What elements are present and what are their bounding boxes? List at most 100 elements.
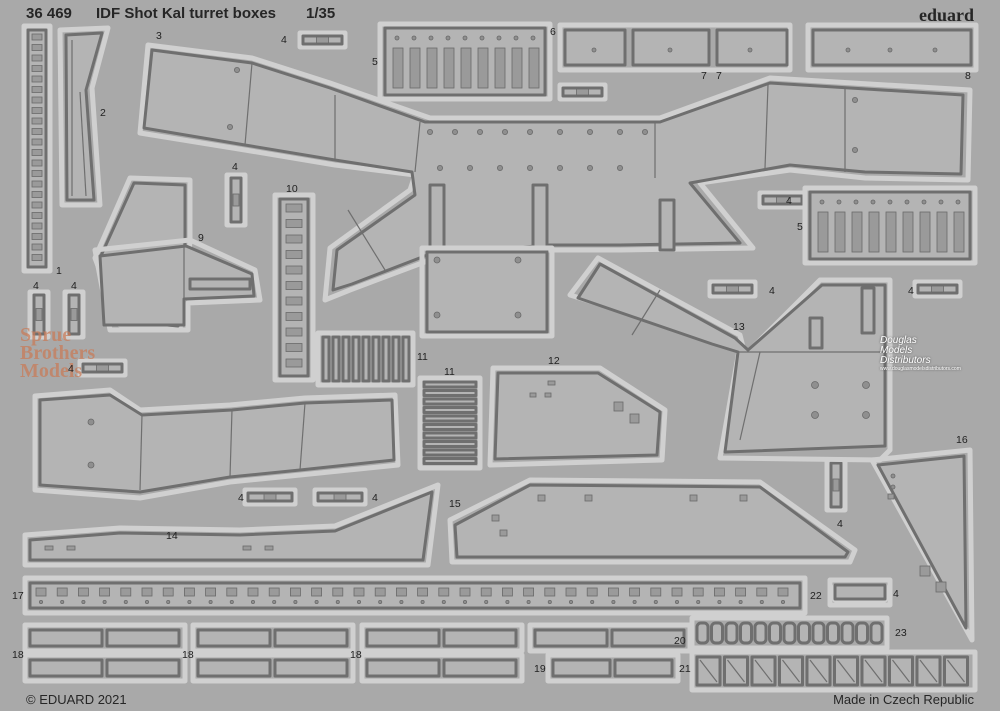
strip-slot [374, 587, 386, 597]
strip-slot [586, 587, 598, 597]
hinge-frame [77, 358, 128, 378]
rivet-hole [479, 35, 485, 41]
fold-line [782, 659, 800, 683]
part-label-18: 18 [350, 649, 362, 661]
hinge-pin [776, 196, 789, 204]
grate-bar [422, 397, 478, 406]
strip-slot [459, 587, 471, 597]
sheet-title: IDF Shot Kal turret boxes [96, 5, 277, 22]
strip-panel [105, 628, 181, 648]
strip-slot [714, 587, 725, 597]
ladder-rung [285, 312, 303, 321]
hinge-segment [31, 170, 43, 177]
grate-bar [331, 335, 341, 383]
grate-bar [381, 335, 391, 383]
grille-slot [834, 211, 846, 253]
part-label-5: 5 [372, 56, 378, 68]
strip-hole [611, 600, 616, 605]
strip-hole [569, 600, 574, 605]
strip-hole [505, 600, 510, 605]
grille-slot [851, 211, 863, 253]
strip-hole [335, 600, 340, 605]
part-label-4: 4 [238, 492, 244, 504]
strip-slot [353, 587, 365, 597]
watermark-line: Distributors [880, 355, 931, 366]
part-9-lower-box [32, 387, 401, 501]
rivet-hole [496, 35, 502, 41]
hinge-frame [62, 289, 86, 340]
grille-slot [919, 211, 931, 253]
part-label-4: 4 [281, 34, 287, 46]
strip-slot [183, 587, 195, 597]
part-label-5: 5 [797, 221, 803, 233]
rivet-hole [394, 35, 400, 41]
hinge-pin [316, 36, 329, 44]
strip-panel [442, 658, 518, 678]
hinge-frame [297, 30, 348, 50]
hinge-segment [31, 33, 43, 41]
hinge-segment [31, 212, 43, 219]
hinge-segment [31, 254, 43, 261]
strip-frame [190, 622, 356, 654]
grate-bar [422, 440, 478, 448]
hinge-frame [242, 487, 298, 507]
rivet-hole [445, 35, 451, 41]
part-label-23: 23 [895, 627, 907, 639]
rivet-hole [226, 124, 233, 131]
strip-hole [738, 600, 743, 605]
part-label-2: 2 [100, 107, 106, 119]
strip-frame [545, 652, 681, 684]
strip-slot [141, 587, 153, 597]
part-label-16: 16 [956, 434, 968, 446]
watermark-line: Models [880, 345, 913, 356]
strip-hole [102, 600, 107, 605]
part-label-4: 4 [232, 161, 238, 173]
ladder-rung [285, 281, 303, 290]
rivet-hole [426, 128, 433, 135]
part-9-box [92, 175, 263, 333]
rivet-hole [836, 199, 842, 205]
mounting-slot [739, 494, 748, 502]
hinge-segment [31, 138, 43, 146]
ladder-rung [285, 358, 303, 368]
strip-slot [120, 587, 132, 597]
watermark-line: Sprue [20, 324, 72, 346]
grille-slot [953, 211, 965, 253]
part-label-1: 1 [56, 265, 62, 277]
hinge-pin [263, 493, 277, 501]
grate-bar [361, 335, 371, 383]
ladder-rung [285, 265, 303, 275]
strip-hole [187, 600, 192, 605]
strip-panel [613, 658, 674, 678]
part-label-14: 14 [166, 530, 178, 542]
hinge-segment [31, 180, 43, 188]
part-label-4: 4 [71, 280, 77, 292]
rivet-hole [557, 164, 564, 171]
part-label-4: 4 [893, 588, 899, 600]
strip-hole [696, 600, 701, 605]
cell [695, 621, 710, 645]
strip-hole [526, 600, 531, 605]
watermark-line: Douglas [880, 335, 917, 346]
grille-slot [409, 47, 421, 89]
strip-slot [523, 587, 534, 597]
rivet-hole [411, 35, 417, 41]
strip-panel [196, 628, 272, 648]
grille-slot [494, 47, 506, 89]
ladder-rung [285, 250, 303, 259]
part-21-row [689, 649, 978, 693]
cell [739, 621, 753, 645]
rivet-hole [853, 199, 859, 205]
grille-slot [477, 47, 489, 89]
part-6-7-8-strips [557, 22, 979, 73]
hinge-pin [726, 285, 739, 293]
ladder-rung [285, 296, 303, 306]
part-label-17: 17 [12, 590, 24, 602]
hinge-segment [31, 159, 43, 167]
cell [768, 621, 782, 645]
cell [869, 621, 884, 645]
fold-line [919, 659, 938, 683]
ladder-rung [285, 327, 303, 337]
rivet-hole [527, 164, 534, 171]
